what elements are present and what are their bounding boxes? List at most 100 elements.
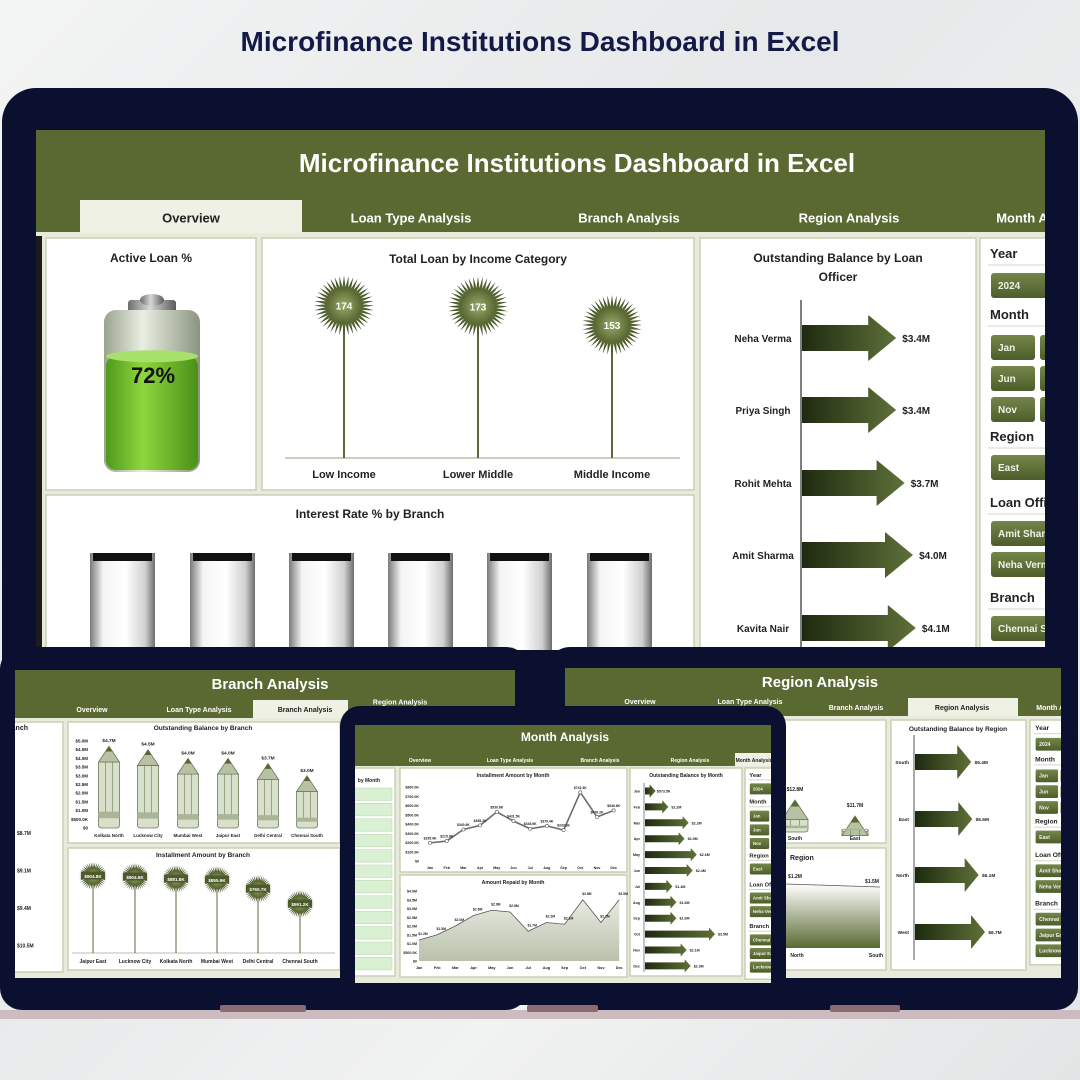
slicer-button-label[interactable]: Jaipur East: [753, 951, 777, 956]
slicer-button-month[interactable]: [749, 837, 770, 849]
tab-branch-analysis[interactable]: Branch Analysis: [829, 705, 884, 712]
slicer-button-label[interactable]: Amit Sharma: [998, 529, 1060, 540]
tab-branch-analysis[interactable]: Branch Analysis: [581, 758, 620, 764]
month-filter-box[interactable]: [354, 818, 393, 832]
slicer-button-region[interactable]: [749, 863, 790, 875]
slicer-button-month[interactable]: [1060, 785, 1080, 798]
tab-overview[interactable]: Overview: [76, 707, 108, 714]
month-filter-box[interactable]: [354, 880, 393, 894]
tab-month-analysis[interactable]: Month Analysis: [1036, 705, 1080, 712]
tab-loan-type-analysis[interactable]: Loan Type Analysis: [351, 210, 472, 225]
tab-loan-type-analysis[interactable]: Loan Type Analysis: [718, 699, 783, 706]
slicer-button-year[interactable]: [749, 783, 790, 795]
slicer-button-month[interactable]: [1035, 801, 1059, 814]
slicer-button-branch[interactable]: [1035, 912, 1080, 926]
tab-region-analysis[interactable]: Region Analysis: [373, 700, 427, 707]
slicer-button-label[interactable]: Neha Verma: [753, 909, 779, 914]
tab-loan-type-analysis[interactable]: Loan Type Analysis: [167, 707, 232, 714]
slicer-button-label[interactable]: Nov: [998, 405, 1017, 416]
tab-branch-analysis[interactable]: Branch Analysis: [578, 210, 679, 225]
slicer-button-label[interactable]: 2024: [998, 281, 1021, 292]
slicer-button-month[interactable]: [1060, 769, 1080, 782]
month-filter-box[interactable]: [354, 926, 393, 940]
slicer-button-label[interactable]: East: [1039, 835, 1050, 841]
slicer-button-loan_officer[interactable]: [749, 892, 790, 904]
tab-region-analysis[interactable]: Region Analysis: [935, 705, 989, 712]
slicer-button-label[interactable]: Jan: [753, 814, 761, 819]
slicer-button-label[interactable]: East: [998, 463, 1020, 474]
slicer-button-label[interactable]: 2024: [1039, 742, 1050, 748]
slicer-button-month[interactable]: [1035, 785, 1059, 799]
slicer-button-label[interactable]: Lucknow City: [753, 965, 782, 970]
tab-active-background[interactable]: [253, 700, 348, 718]
slicer-button-month[interactable]: [991, 335, 1035, 360]
slicer-button-region[interactable]: [1035, 830, 1080, 844]
slicer-button-label[interactable]: Amit Sharma: [1039, 868, 1071, 874]
tab-overview[interactable]: Overview: [162, 210, 221, 225]
slicer-button-label[interactable]: Jun: [753, 827, 761, 832]
slicer-button-label[interactable]: Nov: [753, 841, 762, 846]
slicer-button-loan_officer[interactable]: [749, 906, 790, 918]
slicer-button-label[interactable]: 2024: [753, 786, 763, 791]
month-filter-box[interactable]: [354, 803, 393, 817]
tab-month-analysis[interactable]: Month Analysis: [996, 210, 1080, 225]
slicer-button-loan_officer[interactable]: [1035, 864, 1080, 878]
tab-active-background[interactable]: [80, 200, 302, 233]
slicer-button-label[interactable]: Jun: [1039, 789, 1048, 795]
tab-region-analysis[interactable]: Region Analysis: [799, 210, 900, 225]
slicer-button-month[interactable]: [1040, 397, 1080, 422]
slicer-button-label[interactable]: Jaipur East: [1039, 933, 1067, 939]
slicer-button-loan_officer[interactable]: [1035, 880, 1080, 893]
slicer-button-label[interactable]: Jan: [998, 343, 1015, 354]
tab-overview[interactable]: Overview: [624, 699, 656, 706]
slicer-button-month[interactable]: [991, 397, 1035, 422]
slicer-button-branch[interactable]: [1035, 928, 1080, 942]
month-filter-box[interactable]: [354, 864, 393, 878]
slicer-button-year[interactable]: [1035, 737, 1080, 751]
slicer-button-label[interactable]: Jan: [1039, 774, 1048, 780]
tab-active-background[interactable]: [735, 753, 775, 766]
slicer-button-month[interactable]: [1035, 769, 1059, 783]
slicer-button-month[interactable]: [749, 824, 770, 836]
y-tick-label: Aug: [633, 901, 640, 905]
slicer-button-label[interactable]: East: [753, 867, 763, 872]
slicer-button-month[interactable]: [1040, 366, 1080, 391]
slicer-button-branch[interactable]: [749, 947, 790, 959]
slicer-button-branch[interactable]: [749, 961, 790, 973]
slicer-button-label[interactable]: Lucknow City: [1039, 949, 1072, 955]
arrow-bar: [915, 915, 986, 949]
slicer-button-region[interactable]: [991, 455, 1080, 480]
slicer-button-loan_officer[interactable]: [991, 552, 1080, 577]
month-filter-box[interactable]: [354, 895, 393, 909]
slicer-button-month[interactable]: [991, 366, 1035, 391]
month-filter-box[interactable]: [354, 833, 393, 847]
month-filter-box[interactable]: [354, 849, 393, 863]
slicer-button-label[interactable]: Chennai South: [753, 937, 784, 942]
slicer-button-label[interactable]: Chennai South: [998, 624, 1069, 635]
tab-overview[interactable]: Overview: [409, 758, 431, 764]
month-filter-box[interactable]: [354, 787, 393, 801]
slicer-button-label[interactable]: Jun: [998, 374, 1016, 385]
month-filter-box[interactable]: [354, 910, 393, 924]
tab-loan-type-analysis[interactable]: Loan Type Analysis: [487, 758, 534, 764]
slicer-button-label[interactable]: Neha Verma: [1039, 884, 1068, 890]
slicer-button-label[interactable]: Amit Sharma: [753, 896, 781, 901]
slicer-button-loan_officer[interactable]: [991, 521, 1080, 546]
slicer-button-branch[interactable]: [749, 934, 790, 946]
slicer-button-branch[interactable]: [1035, 944, 1080, 958]
x-tick-label: Nov: [597, 966, 605, 970]
month-filter-box[interactable]: [354, 941, 393, 955]
slicer-button-label[interactable]: Nov: [1039, 805, 1049, 811]
tab-region-analysis[interactable]: Region Analysis: [671, 758, 710, 764]
slicer-button-month[interactable]: [1040, 335, 1080, 360]
slicer-button-branch[interactable]: [991, 616, 1080, 641]
slicer-button-month[interactable]: [1060, 801, 1080, 814]
tab-month-analysis[interactable]: Month Analysis: [736, 758, 773, 764]
tab-active-background[interactable]: [908, 698, 1018, 716]
slicer-button-label[interactable]: Neha Verma: [998, 560, 1056, 571]
month-filter-box[interactable]: [354, 957, 393, 971]
slicer-button-month[interactable]: [749, 810, 770, 822]
slicer-button-year[interactable]: [991, 273, 1080, 298]
tab-branch-analysis[interactable]: Branch Analysis: [278, 707, 333, 714]
slicer-button-label[interactable]: Chennai South: [1039, 917, 1075, 923]
